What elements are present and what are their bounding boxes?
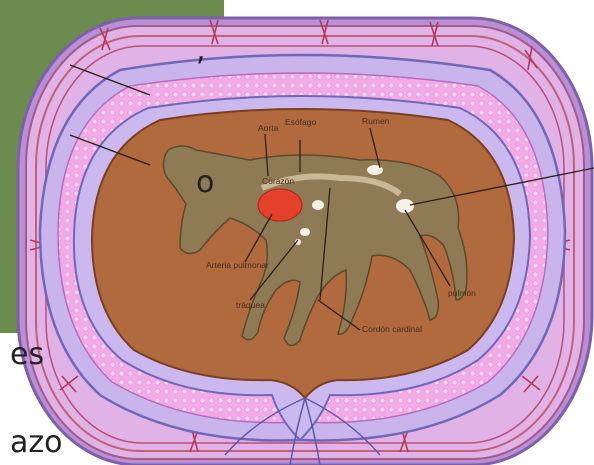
label-aorta: Aorta: [258, 123, 279, 133]
slide-text-line-3: es: [10, 340, 44, 370]
label-esophagus: Esófago: [285, 117, 316, 127]
label-heart: Corazón: [262, 176, 294, 186]
slide-text-line-1: ,: [196, 36, 206, 66]
label-cardinal-cord: Cordón cardinal: [362, 324, 422, 334]
label-lung: pulmón: [448, 288, 476, 298]
label-windpipe: tráquea: [236, 300, 265, 310]
label-pulmonary-artery: Arteria pulmonar: [206, 260, 269, 270]
label-rumen: Rumen: [362, 116, 390, 126]
slide-text-line-4: azo: [10, 428, 63, 458]
slide-text-line-2: o: [196, 168, 214, 198]
